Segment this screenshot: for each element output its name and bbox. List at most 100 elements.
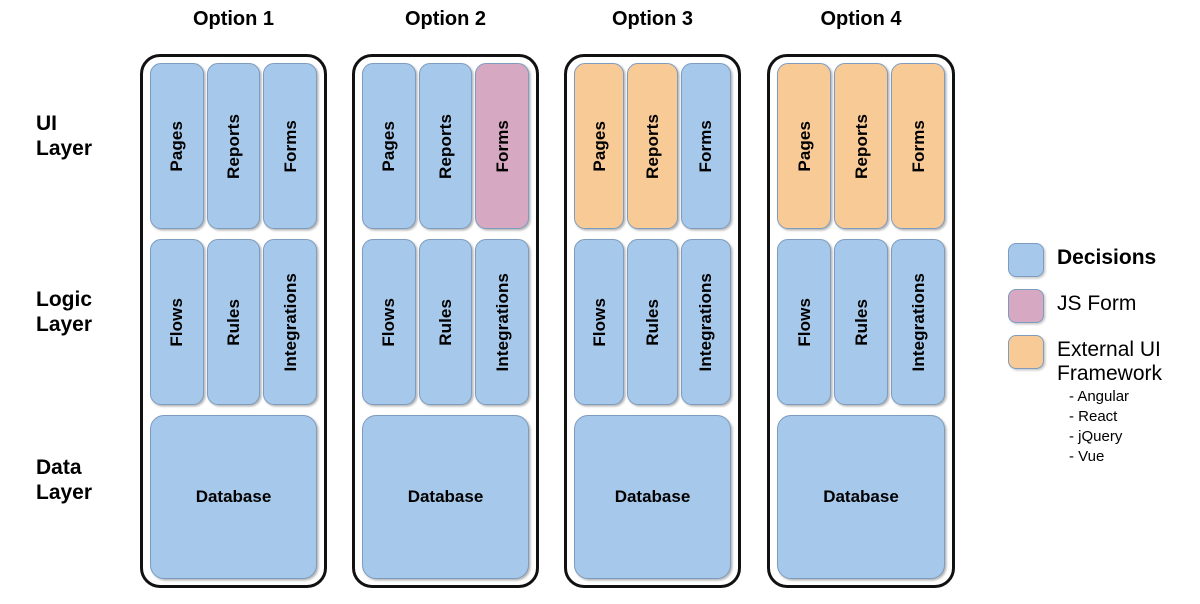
cell-database[interactable]: Database <box>777 415 945 579</box>
cell-label: Rules <box>642 298 662 346</box>
cell-flows[interactable]: Flows <box>150 239 204 405</box>
cell-flows[interactable]: Flows <box>574 239 625 405</box>
cell-label: Integrations <box>908 272 928 372</box>
row-label-logic-layer: Logic Layer <box>36 288 146 338</box>
row-label-data-layer: Data Layer <box>36 456 146 506</box>
framework-list-item: - React <box>1069 408 1118 426</box>
cell-label: Rules <box>224 298 243 346</box>
cell-rules[interactable]: Rules <box>418 239 473 405</box>
layer-row-logic: Flows Rules Integrations <box>574 239 731 405</box>
layer-row-ui: Pages Reports Forms <box>362 63 530 229</box>
layer-row-logic: Flows Rules Integrations <box>150 239 318 405</box>
option-header-2: Option 2 <box>404 8 487 30</box>
cell-reports[interactable]: Reports <box>206 63 261 229</box>
row-label-data-line1: Data <box>36 456 82 479</box>
cell-label: Integrations <box>280 272 300 372</box>
framework-list-item: - jQuery <box>1069 428 1123 446</box>
cell-label: Forms <box>280 119 300 173</box>
cell-label: Flows <box>794 297 814 347</box>
option-header-3: Option 3 <box>611 8 694 30</box>
cell-label: Database <box>407 487 484 506</box>
cell-pages[interactable]: Pages <box>362 63 416 229</box>
option-header-4: Option 4 <box>820 8 902 30</box>
cell-label: Flows <box>589 297 609 347</box>
layer-row-data: Database <box>777 415 945 579</box>
cell-reports[interactable]: Reports <box>627 63 678 229</box>
legend-label: Decisions <box>1057 246 1157 269</box>
cell-flows[interactable]: Flows <box>362 239 416 405</box>
cell-label: Pages <box>167 120 187 172</box>
cell-database[interactable]: Database <box>362 415 529 579</box>
cell-label: Forms <box>908 119 928 173</box>
cell-label: Integrations <box>696 272 716 372</box>
cell-label: Pages <box>794 120 814 172</box>
framework-list-item: - Angular <box>1069 388 1130 406</box>
framework-list: - Angular - React - jQuery - Vue <box>1069 387 1196 467</box>
cell-reports[interactable]: Reports <box>834 63 888 229</box>
layer-row-ui: Pages Reports Forms <box>777 63 945 229</box>
cell-pages[interactable]: Pages <box>150 63 204 229</box>
cell-label: Database <box>823 487 899 506</box>
cell-forms[interactable]: Forms <box>263 63 318 229</box>
cell-label: Flows <box>379 297 399 347</box>
cell-label: Database <box>195 487 272 506</box>
cell-label: Pages <box>589 120 609 172</box>
layer-row-logic: Flows Rules Integrations <box>777 239 945 405</box>
cell-forms[interactable]: Forms <box>891 63 945 229</box>
layer-row-logic: Flows Rules Integrations <box>362 239 530 405</box>
cell-label: Forms <box>492 119 512 173</box>
legend-entry-external-ui-framework: External UI Framework <box>1008 335 1196 385</box>
legend-entry-js-form: JS Form <box>1008 289 1196 323</box>
cell-label: Reports <box>851 113 871 179</box>
legend-entry-decisions: Decisions <box>1008 243 1196 277</box>
cell-integrations[interactable]: Integrations <box>680 239 731 405</box>
cell-database[interactable]: Database <box>150 415 317 579</box>
legend-swatch-decisions <box>1008 243 1044 277</box>
cell-rules[interactable]: Rules <box>206 239 261 405</box>
legend-label: JS Form <box>1057 292 1137 315</box>
layer-row-ui: Pages Reports Forms <box>574 63 731 229</box>
cell-label: Reports <box>224 113 243 179</box>
cell-label: Integrations <box>492 272 512 372</box>
cell-forms[interactable]: Forms <box>680 63 731 229</box>
row-label-ui-layer: UI Layer <box>36 112 146 162</box>
framework-list-item: - Vue <box>1069 448 1105 466</box>
cell-label: Reports <box>436 113 455 179</box>
layer-row-ui: Pages Reports Forms <box>150 63 318 229</box>
row-label-ui-line2: Layer <box>36 136 93 160</box>
cell-reports[interactable]: Reports <box>418 63 473 229</box>
cell-pages[interactable]: Pages <box>777 63 831 229</box>
row-label-logic-line2: Layer <box>36 312 93 336</box>
cell-label: Pages <box>379 120 399 172</box>
cell-rules[interactable]: Rules <box>834 239 888 405</box>
cell-flows[interactable]: Flows <box>777 239 831 405</box>
layer-row-data: Database <box>362 415 529 579</box>
legend-swatch-js-form <box>1008 289 1044 323</box>
row-label-data-line2: Layer <box>36 480 93 504</box>
cell-integrations[interactable]: Integrations <box>891 239 945 405</box>
cell-pages[interactable]: Pages <box>574 63 625 229</box>
cell-label: Database <box>614 487 691 506</box>
cell-label: Rules <box>851 298 871 346</box>
layer-row-data: Database <box>574 415 731 579</box>
cell-label: Flows <box>167 297 187 347</box>
cell-integrations[interactable]: Integrations <box>475 239 530 405</box>
cell-label: Rules <box>436 298 455 346</box>
cell-label: Reports <box>642 113 662 179</box>
layer-row-data: Database <box>150 415 317 579</box>
legend-label: External UI Framework <box>1057 338 1163 385</box>
option-header-1: Option 1 <box>192 8 275 30</box>
cell-database[interactable]: Database <box>574 415 731 579</box>
cell-forms[interactable]: Forms <box>475 63 530 229</box>
row-label-ui-line1: UI <box>36 112 57 135</box>
legend-swatch-external-ui <box>1008 335 1044 369</box>
cell-integrations[interactable]: Integrations <box>263 239 318 405</box>
cell-rules[interactable]: Rules <box>627 239 678 405</box>
